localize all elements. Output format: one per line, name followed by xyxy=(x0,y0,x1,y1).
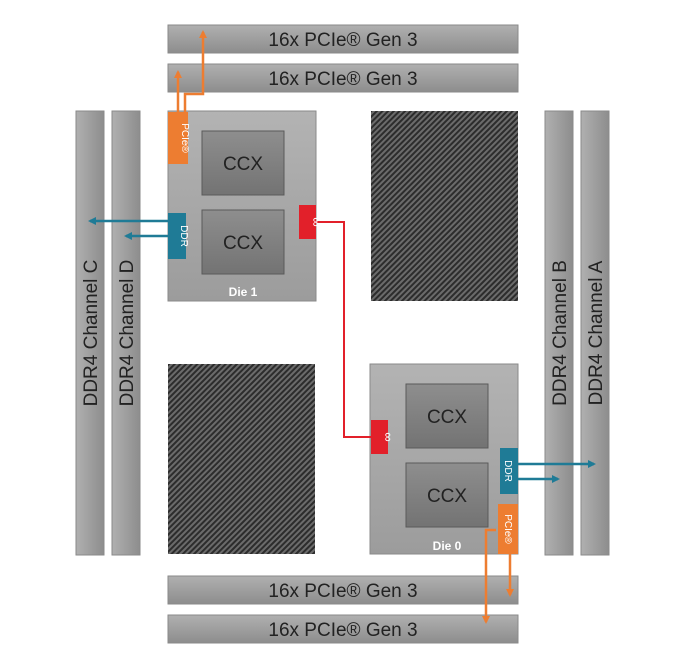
die-0-ddr-tag: DDR xyxy=(500,448,518,494)
die-1-ddr-tag: DDR xyxy=(168,213,189,259)
inactive-die-bottom-left xyxy=(168,364,315,554)
ddr4-channel-right-inner-label: DDR4 Channel B xyxy=(550,260,571,406)
die-0-pcie-tag: PCIe® xyxy=(498,504,518,554)
pcie-bar-bottom-outer: 16x PCIe® Gen 3 xyxy=(167,614,519,644)
pcie-bar-bottom-outer-label: 16x PCIe® Gen 3 xyxy=(268,620,417,641)
die-1-ccx-top: CCX xyxy=(201,130,285,196)
die-1-pcie-arrow-outer xyxy=(183,30,207,112)
die-1-pcie-tag-label: PCIe® xyxy=(179,123,190,153)
die-1-ddr-tag-label: DDR xyxy=(178,225,189,247)
die-1-fabric-tag-label: ∞ xyxy=(309,217,324,226)
pcie-bar-bottom-inner-label: 16x PCIe® Gen 3 xyxy=(268,581,417,602)
die-0-fabric-tag-label: ∞ xyxy=(381,432,396,441)
ddr4-channel-right-outer: DDR4 Channel A xyxy=(580,110,610,556)
die-1-ccx-bottom-label: CCX xyxy=(223,233,263,254)
die-1-label: Die 1 xyxy=(229,285,258,299)
die-0-label: Die 0 xyxy=(433,539,462,553)
ddr4-channel-left-inner-label: DDR4 Channel D xyxy=(117,260,138,407)
pcie-bar-top-inner-label: 16x PCIe® Gen 3 xyxy=(268,69,417,90)
die-1-pcie-tag: PCIe® xyxy=(168,112,190,164)
ddr4-channel-right-outer-label: DDR4 Channel A xyxy=(586,260,607,405)
pcie-bar-top-outer: 16x PCIe® Gen 3 xyxy=(167,24,519,54)
pcie-bar-top-inner: 16x PCIe® Gen 3 xyxy=(167,63,519,93)
pcie-bar-top-outer-label: 16x PCIe® Gen 3 xyxy=(268,30,417,51)
die-1-fabric-tag: ∞ xyxy=(299,205,324,239)
ddr4-channel-right-inner: DDR4 Channel B xyxy=(544,110,574,556)
die-1-ccx-top-label: CCX xyxy=(223,154,263,175)
die-0-ccx-bottom-label: CCX xyxy=(427,486,467,507)
die-0: CCX CCX Die 0 xyxy=(369,363,519,555)
ddr4-channel-left-outer-label: DDR4 Channel C xyxy=(81,260,102,407)
die-0-pcie-arrow-outer xyxy=(482,528,496,624)
die-0-fabric-tag: ∞ xyxy=(371,420,396,454)
inactive-die-top-right xyxy=(371,111,518,301)
die-0-ccx-bottom: CCX xyxy=(405,462,489,528)
ddr4-channel-left-outer: DDR4 Channel C xyxy=(75,110,105,556)
pcie-bar-bottom-inner: 16x PCIe® Gen 3 xyxy=(167,575,519,605)
die-1-ccx-bottom: CCX xyxy=(201,209,285,275)
die-0-pcie-tag-label: PCIe® xyxy=(502,514,513,544)
die-0-ccx-top: CCX xyxy=(405,383,489,449)
die-0-ddr-tag-label: DDR xyxy=(502,460,513,482)
infinity-fabric-link xyxy=(314,221,372,438)
die-1: CCX CCX Die 1 xyxy=(167,110,317,302)
die-0-ccx-top-label: CCX xyxy=(427,407,467,428)
ddr4-channel-left-inner: DDR4 Channel D xyxy=(111,110,141,556)
